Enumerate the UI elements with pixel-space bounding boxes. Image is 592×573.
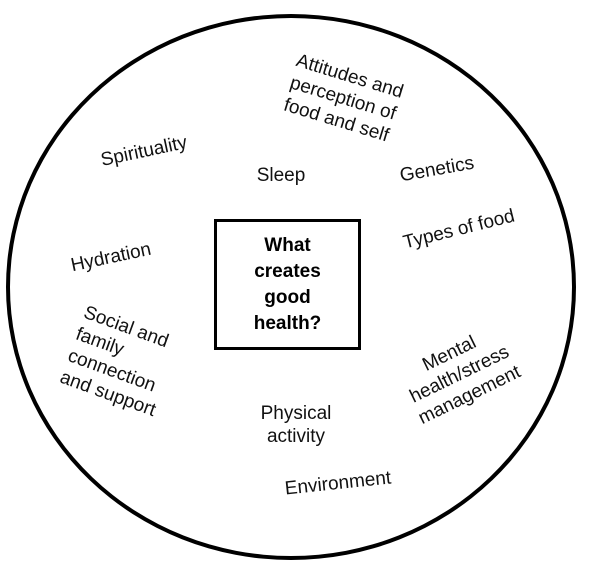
factor-physical-activity: Physical activity: [260, 403, 332, 447]
center-question-box: What creates good health?: [214, 219, 361, 350]
factor-sleep: Sleep: [256, 165, 306, 186]
center-question: What creates good health?: [253, 234, 322, 334]
outer-circle: [6, 14, 576, 560]
